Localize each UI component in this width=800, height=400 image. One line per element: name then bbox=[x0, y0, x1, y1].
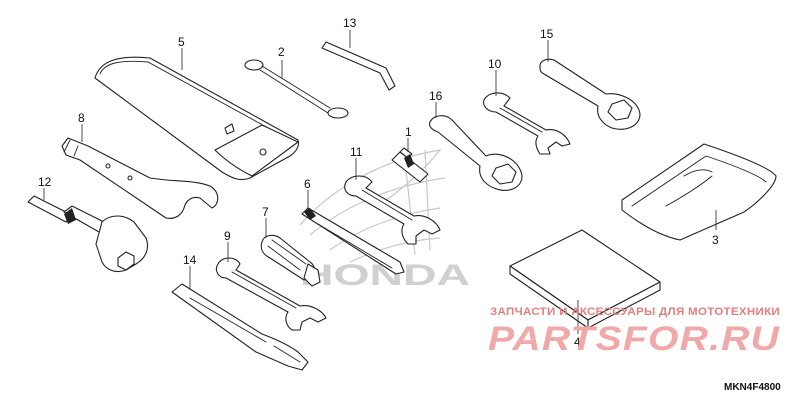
part-8-pin-spanner bbox=[61, 137, 219, 219]
callout-12: 12 bbox=[38, 175, 52, 189]
partsfor-watermark: ЗАПЧАСТИ И АКСЕССУАРЫ ДЛЯ МОТОТЕХНИКИ PA… bbox=[488, 306, 781, 358]
part-9-combination-wrench bbox=[215, 257, 327, 331]
callout-13: 13 bbox=[343, 16, 357, 30]
part-12-plug-wrench bbox=[27, 195, 149, 273]
part-7-screwdriver bbox=[260, 234, 321, 287]
watermark-brand: PARTSFOR.RU bbox=[488, 320, 781, 358]
callout-11: 11 bbox=[350, 145, 363, 159]
watermark-tagline: ЗАПЧАСТИ И АКСЕССУАРЫ ДЛЯ МОТОТЕХНИКИ bbox=[490, 306, 780, 318]
part-10-double-open-wrench bbox=[483, 92, 571, 155]
part-5-tool-bag bbox=[94, 56, 300, 181]
leader-lines bbox=[43, 30, 717, 334]
part-3-document-pouch bbox=[621, 143, 777, 241]
callout-4: 4 bbox=[574, 335, 581, 349]
callout-6: 6 bbox=[304, 177, 311, 191]
callout-3: 3 bbox=[712, 233, 719, 247]
part-13-hex-wrench bbox=[321, 41, 396, 91]
part-14-extension-bar bbox=[171, 283, 309, 371]
callout-16: 16 bbox=[429, 89, 443, 103]
part-1-fuse-puller bbox=[391, 147, 429, 183]
part-2-wire-loop bbox=[244, 59, 349, 119]
callout-10: 10 bbox=[488, 57, 502, 71]
callout-8: 8 bbox=[78, 111, 85, 125]
part-15-ring-spanner bbox=[539, 58, 641, 130]
part-11-open-end-wrench bbox=[344, 175, 441, 245]
part-4-owners-manual bbox=[509, 229, 661, 329]
callout-7: 7 bbox=[262, 205, 269, 219]
diagram-code: MKN4F4800 bbox=[724, 382, 781, 393]
callout-5: 5 bbox=[178, 35, 185, 49]
callout-15: 15 bbox=[540, 27, 554, 41]
callout-labels: 1 2 3 4 5 6 7 8 9 10 11 12 13 14 15 16 bbox=[38, 16, 719, 349]
callout-2: 2 bbox=[278, 45, 285, 59]
callout-14: 14 bbox=[183, 253, 197, 267]
callout-1: 1 bbox=[405, 125, 412, 139]
callout-9: 9 bbox=[224, 229, 231, 243]
part-16-box-wrench bbox=[428, 115, 523, 191]
part-6-screwdriver-bit bbox=[301, 207, 405, 275]
